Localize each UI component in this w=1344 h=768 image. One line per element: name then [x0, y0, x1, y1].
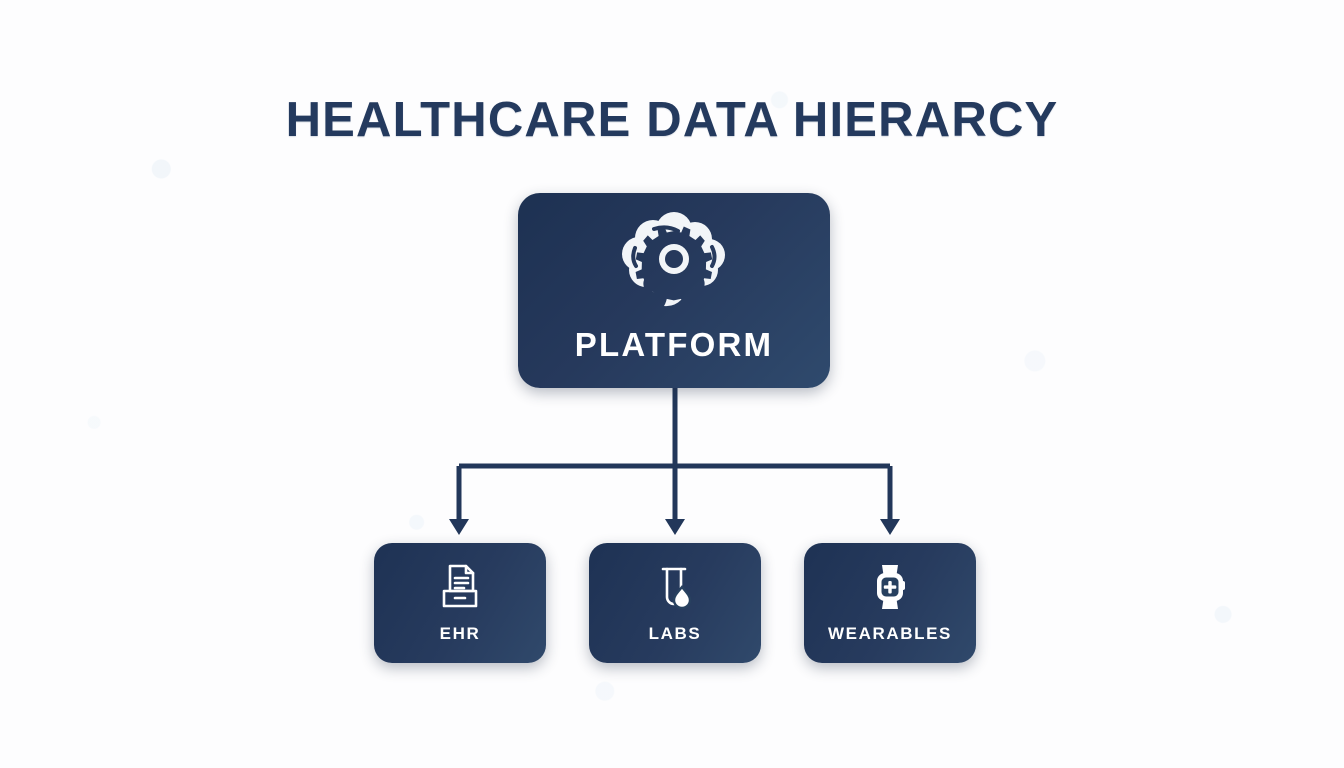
node-platform[interactable]: PLATFORM [518, 193, 830, 388]
page-title: HEALTHCARE DATA HIERARCY [285, 93, 1059, 147]
brain-gear-icon [613, 211, 735, 316]
smartwatch-plus-icon [877, 564, 905, 609]
node-labs[interactable]: LABS [589, 543, 761, 663]
node-ehr[interactable]: EHR [374, 543, 546, 663]
node-labs-label: LABS [648, 623, 702, 643]
arrowhead-wearables [880, 519, 900, 535]
arrowhead-ehr [449, 519, 469, 535]
arrowhead-labs [665, 519, 685, 535]
test-tube-droplet-icon [661, 567, 692, 609]
node-wearables-label: WEARABLES [828, 623, 952, 643]
node-ehr-label: EHR [439, 623, 481, 643]
node-wearables[interactable]: WEARABLES [804, 543, 976, 663]
platform-label: PLATFORM [574, 325, 774, 363]
document-tray-icon [442, 564, 478, 607]
